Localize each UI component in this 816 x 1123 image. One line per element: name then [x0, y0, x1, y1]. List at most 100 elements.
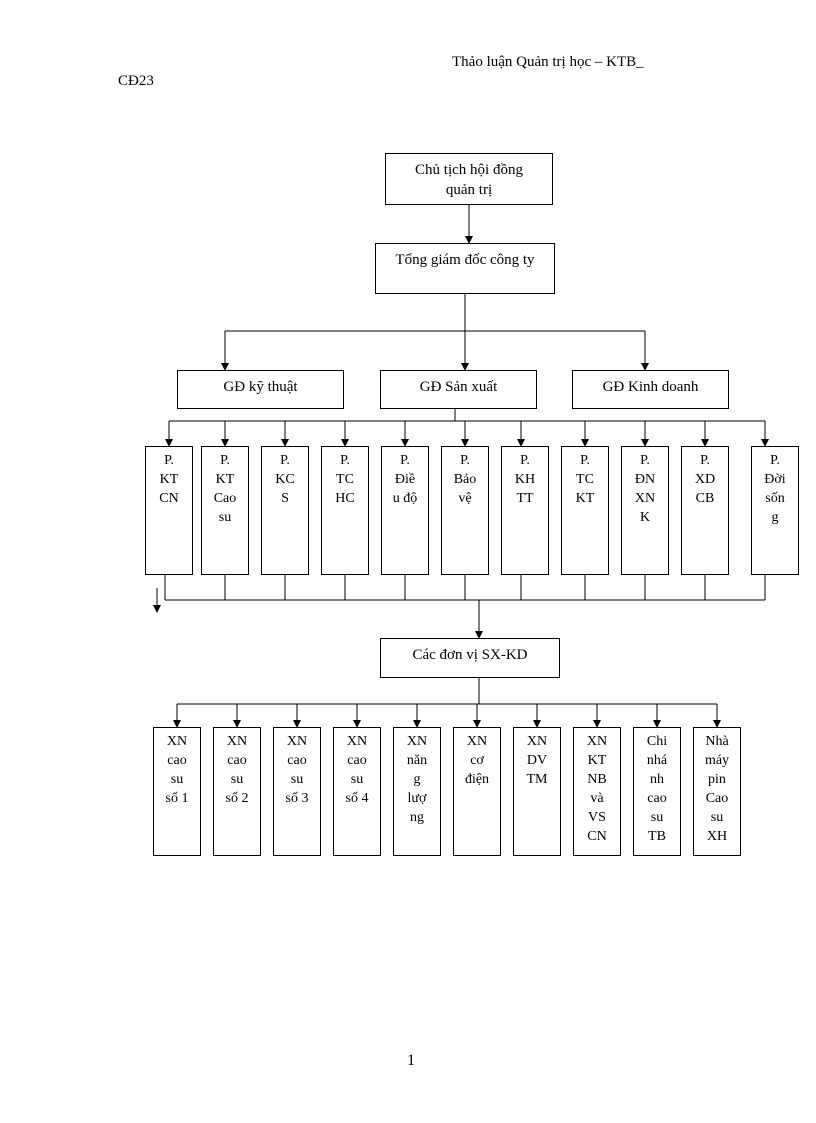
- box-text-line: XN: [226, 734, 248, 749]
- box-text-line: CN: [587, 829, 607, 844]
- box-text-line: CB: [695, 491, 715, 506]
- box-text-line: Điề: [394, 472, 416, 487]
- box-text-line: GĐ kỹ thuật: [223, 379, 298, 395]
- box-text-line: P.: [400, 453, 410, 468]
- header-code: CĐ23: [118, 73, 154, 89]
- box-text-line: u độ: [392, 491, 418, 506]
- box-text-line: lượ: [407, 791, 427, 806]
- box-text-line: P.: [164, 453, 174, 468]
- box-text-line: HC: [335, 491, 355, 506]
- box-text-line: TM: [526, 772, 548, 787]
- box-text-line: ng: [410, 810, 424, 825]
- box-text-line: su: [230, 772, 244, 787]
- box-text-line: P.: [340, 453, 350, 468]
- box-text-line: Các đơn vị SX-KD: [412, 647, 528, 663]
- box-text-line: quản trị: [445, 182, 493, 198]
- box-text-line: XH: [706, 829, 728, 844]
- box-text-line: GĐ Sản xuất: [419, 379, 498, 395]
- box-text-line: TT: [516, 491, 534, 506]
- box-text-line: số 4: [345, 791, 369, 806]
- node-director-business: GĐ Kinh doanh: [572, 370, 729, 409]
- box-text-line: g: [771, 510, 779, 525]
- box-text-line: năn: [406, 753, 428, 768]
- box-text-line: ĐN: [634, 472, 656, 487]
- box-text-line: và: [590, 791, 604, 806]
- box-text-line: Cao: [705, 791, 729, 806]
- node-department-kt-cao-su: P. KT Cao su: [201, 446, 249, 575]
- box-text-line: cao: [287, 753, 307, 768]
- box-text-line: P.: [580, 453, 590, 468]
- box-text-line: P.: [700, 453, 710, 468]
- box-text-line: cao: [227, 753, 247, 768]
- node-director-production: GĐ Sản xuất: [380, 370, 537, 409]
- node-department-kt-cn: P. KT CN: [145, 446, 193, 575]
- box-text-line: Nhà: [705, 734, 729, 749]
- box-text-line: P.: [640, 453, 650, 468]
- box-text-line: S: [281, 491, 289, 506]
- box-text-line: Cao: [213, 491, 237, 506]
- box-text-line: VS: [588, 810, 606, 825]
- box-text-line: su: [218, 510, 232, 525]
- box-text-line: P.: [520, 453, 530, 468]
- box-text-line: su: [350, 772, 364, 787]
- page-number: 1: [407, 1052, 415, 1069]
- box-text-line: máy: [704, 753, 730, 768]
- box-text-line: XN: [526, 734, 548, 749]
- node-department-tc-hc: P. TC HC: [321, 446, 369, 575]
- box-text-line: pin: [708, 772, 726, 787]
- node-department-kh-tt: P. KH TT: [501, 446, 549, 575]
- box-text-line: XN: [586, 734, 608, 749]
- node-unit-xn-co-dien: XN cơ điện: [453, 727, 501, 856]
- box-text-line: NB: [587, 772, 607, 787]
- box-text-line: su: [650, 810, 664, 825]
- box-text-line: TC: [336, 472, 354, 487]
- box-text-line: nh: [650, 772, 664, 787]
- box-text-line: DV: [526, 753, 548, 768]
- box-text-line: su: [710, 810, 724, 825]
- node-unit-xn-nang-luong: XN năn g lượ ng: [393, 727, 441, 856]
- box-text-line: sốn: [765, 491, 785, 506]
- box-text-line: P.: [220, 453, 230, 468]
- node-unit-xn-cao-su-2: XN cao su số 2: [213, 727, 261, 856]
- box-text-line: XD: [694, 472, 716, 487]
- box-text-line: KT: [159, 472, 179, 487]
- node-department-xd-cb: P. XD CB: [681, 446, 729, 575]
- box-text-line: số 2: [225, 791, 249, 806]
- box-text-line: KT: [215, 472, 235, 487]
- box-text-line: XN: [634, 491, 656, 506]
- box-text-line: TC: [576, 472, 594, 487]
- box-text-line: cao: [167, 753, 187, 768]
- box-text-line: K: [639, 510, 651, 525]
- box-text-line: XN: [466, 734, 488, 749]
- box-text-line: số 3: [285, 791, 309, 806]
- box-text-line: KH: [514, 472, 536, 487]
- box-text-line: Tổng giám đốc công ty: [395, 252, 535, 268]
- box-text-line: g: [413, 772, 421, 787]
- node-department-dieu-do: P. Điề u độ: [381, 446, 429, 575]
- box-text-line: XN: [406, 734, 428, 749]
- box-text-line: điện: [464, 772, 490, 787]
- box-text-line: CN: [159, 491, 179, 506]
- box-text-line: P.: [280, 453, 290, 468]
- box-text-line: Bảo: [453, 472, 477, 487]
- node-director-technical: GĐ kỹ thuật: [177, 370, 344, 409]
- node-department-dn-xnk: P. ĐN XN K: [621, 446, 669, 575]
- node-production-units: Các đơn vị SX-KD: [380, 638, 560, 678]
- box-text-line: Đời: [764, 472, 786, 487]
- box-text-line: nhá: [646, 753, 668, 768]
- box-text-line: XN: [346, 734, 368, 749]
- box-text-line: Chi: [646, 734, 668, 749]
- box-text-line: GĐ Kinh doanh: [602, 379, 699, 395]
- box-text-line: TB: [648, 829, 666, 844]
- box-text-line: cơ: [470, 753, 484, 768]
